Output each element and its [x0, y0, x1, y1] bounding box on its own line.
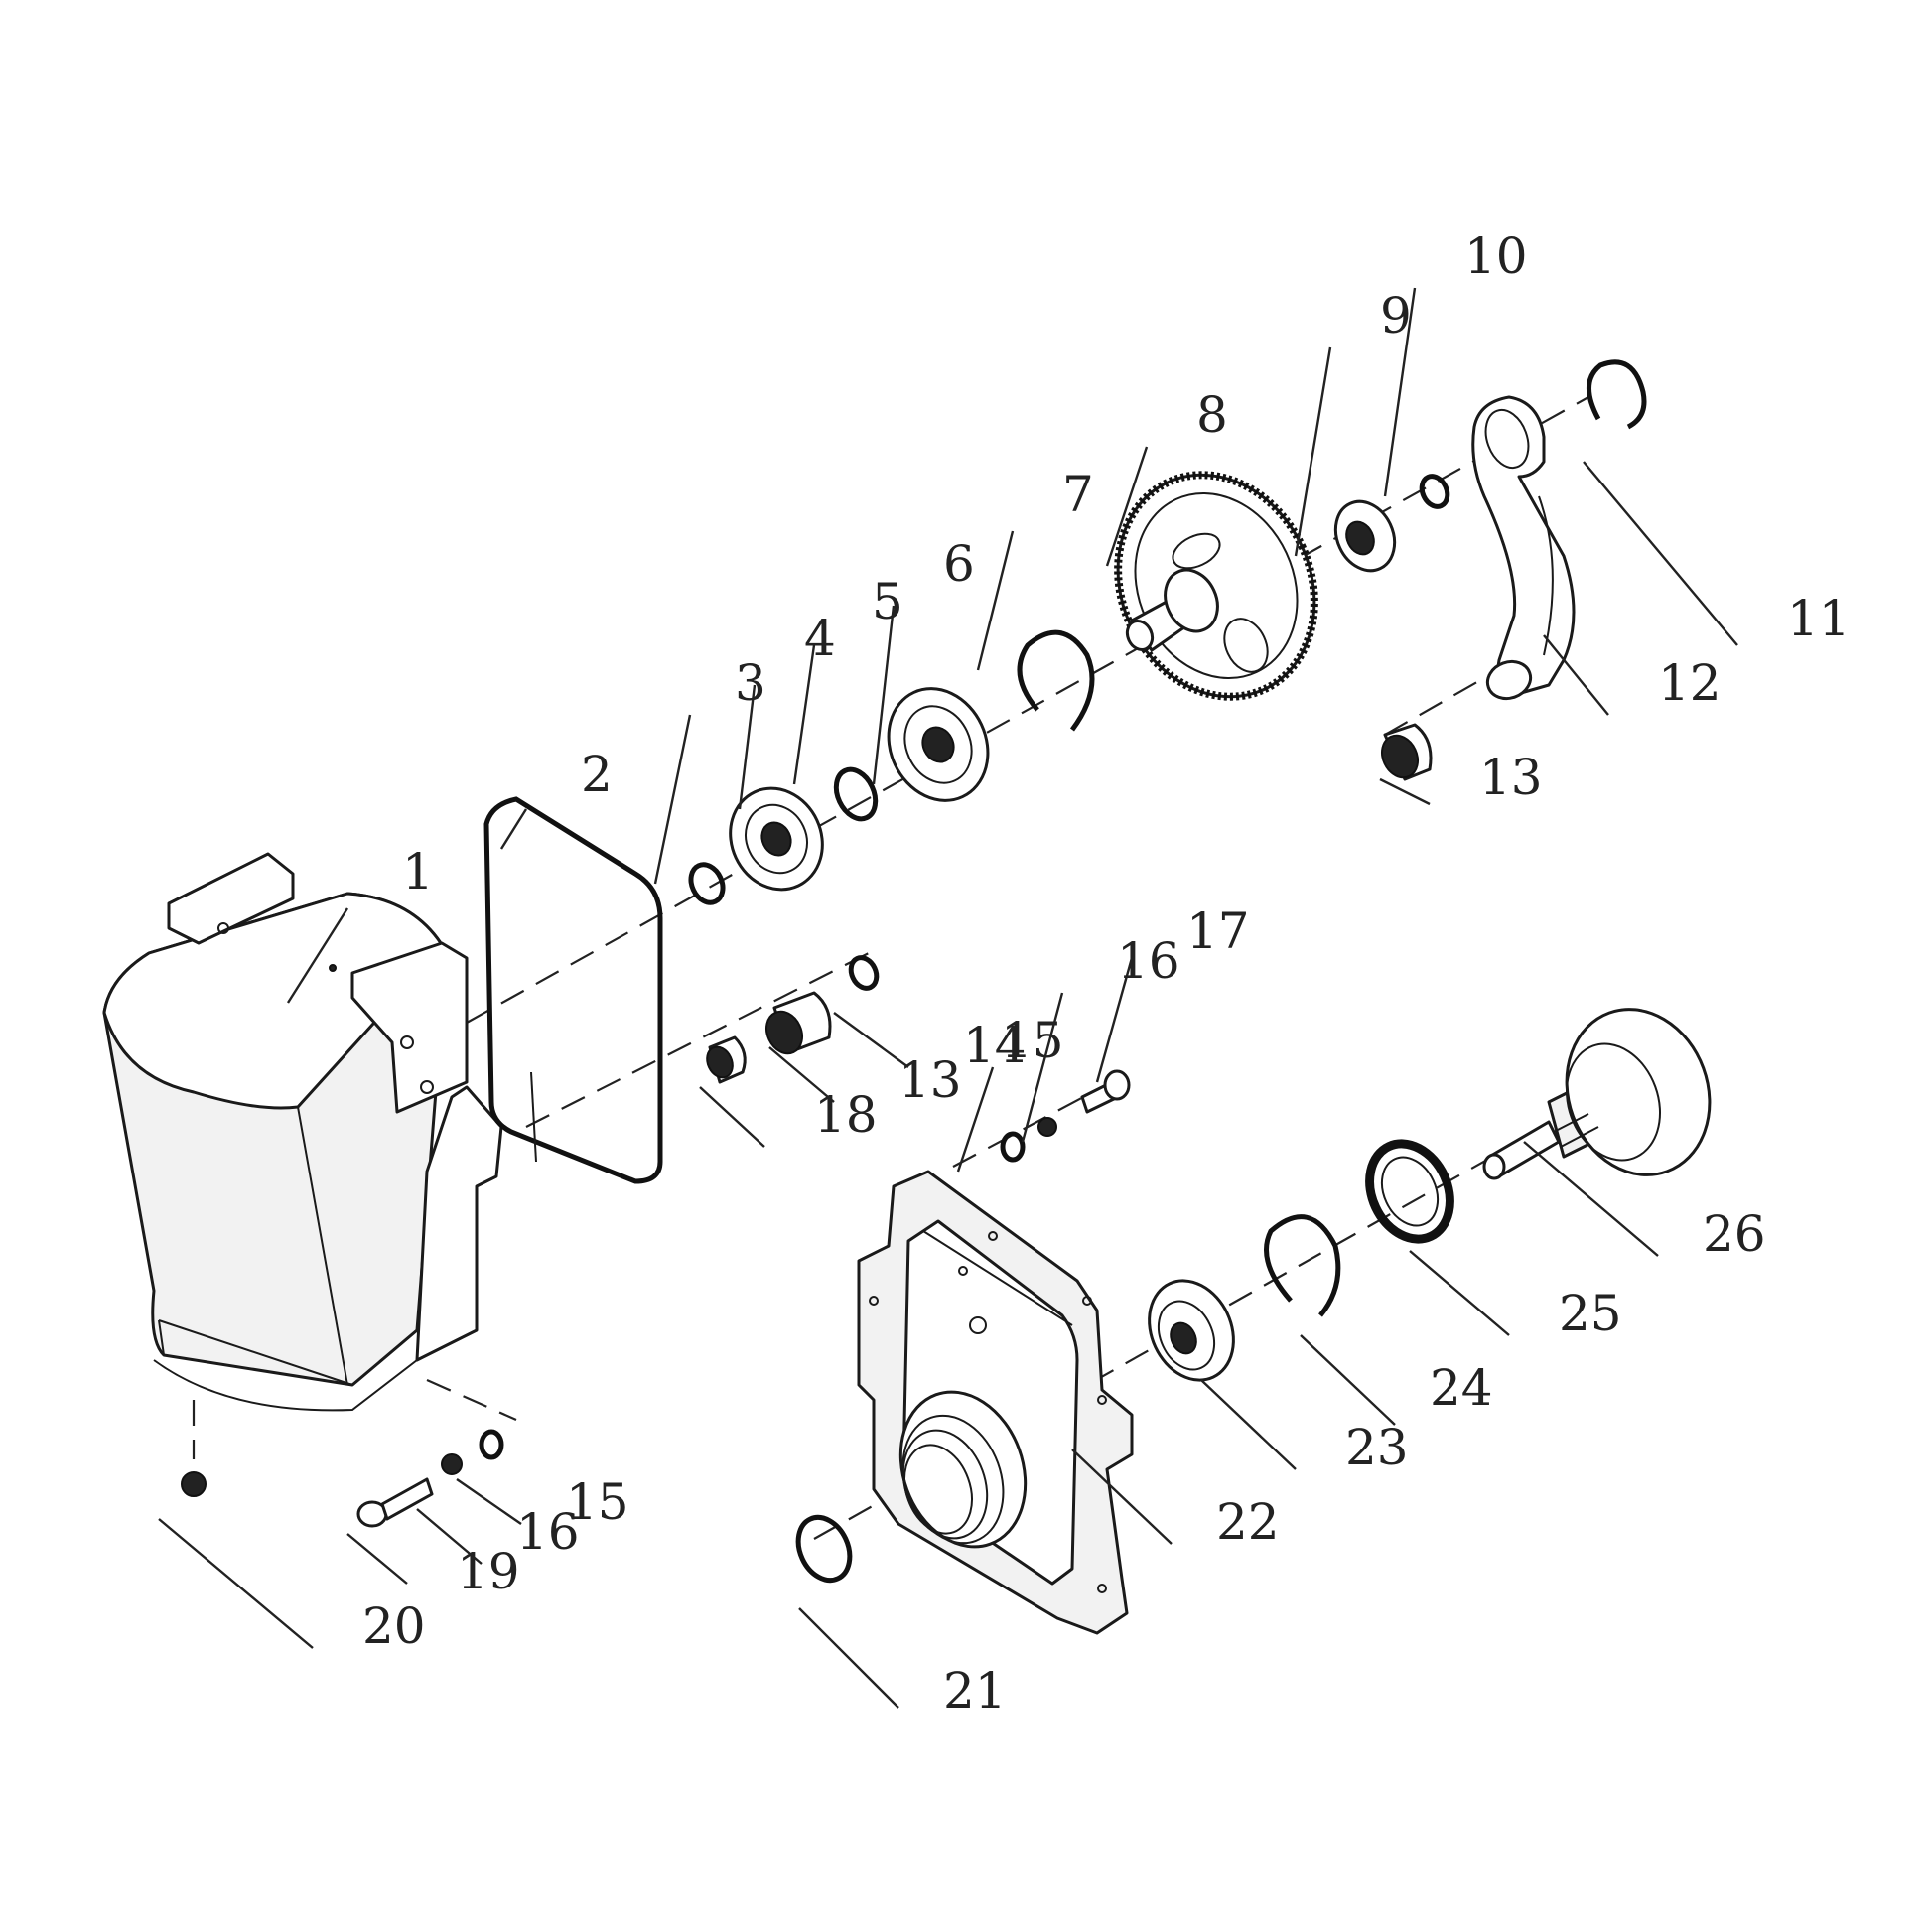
callout-labels: 1 2 3 4 5 6 7 8 9 10 11 12 13 13 14 15 1… [362, 227, 1851, 1720]
housing-part-1 [102, 852, 503, 1412]
washer-part-16-lower [441, 1453, 463, 1475]
callout-10: 10 [1464, 227, 1528, 285]
retaining-ring-part-10 [1419, 474, 1450, 509]
callout-4: 4 [804, 610, 836, 667]
crank-arm-part-12 [1471, 395, 1576, 701]
callout-14: 14 [963, 1017, 1027, 1074]
callout-24: 24 [1430, 1359, 1493, 1417]
callout-22: 22 [1216, 1493, 1280, 1551]
bearing-part-6 [887, 687, 990, 802]
retaining-ring-part-3 [688, 862, 726, 905]
callout-15-upper: 15 [1001, 1012, 1064, 1069]
callout-8: 8 [1196, 386, 1228, 444]
washer-part-14 [1000, 1131, 1026, 1163]
bushing-part-13-upper [1381, 723, 1433, 781]
callout-2: 2 [581, 746, 613, 803]
washer-part-15-lower [479, 1429, 504, 1460]
washer-part-15-upper [1037, 1117, 1057, 1137]
callout-3: 3 [735, 654, 766, 712]
callout-16-lower: 16 [516, 1503, 580, 1561]
callout-26: 26 [1703, 1205, 1766, 1263]
callout-23: 23 [1345, 1419, 1409, 1476]
callout-25: 25 [1559, 1285, 1622, 1342]
seal-housing [898, 1390, 1028, 1549]
middle-small-parts [706, 955, 880, 1084]
callout-7: 7 [1062, 466, 1094, 523]
callout-18: 18 [814, 1086, 878, 1144]
oil-seal-part-25 [1365, 1139, 1454, 1244]
upper-right-parts [1333, 359, 1647, 781]
bearing-part-23 [1148, 1279, 1235, 1382]
upper-fasteners [1000, 1069, 1131, 1163]
drive-shaft-part-26 [1482, 1008, 1712, 1180]
callout-16-upper: 16 [1117, 932, 1180, 990]
lower-right-parts [1148, 1008, 1712, 1382]
callout-21: 21 [943, 1662, 1007, 1720]
callout-15-lower: 15 [566, 1473, 629, 1531]
callout-13-upper: 13 [1479, 749, 1543, 806]
callout-13-lower: 13 [898, 1051, 962, 1109]
gear-part-8 [1114, 471, 1318, 701]
retaining-ring-part-13-lower [848, 955, 880, 991]
bolt-part-19 [356, 1477, 434, 1528]
gasket-part-2 [483, 796, 663, 1184]
circlip-part-24 [1264, 1214, 1341, 1317]
leader-lines [158, 287, 1738, 1709]
circlip-part-7 [1017, 629, 1095, 732]
front-cover-part-22 [857, 1170, 1134, 1635]
circlip-part-21 [795, 1514, 853, 1584]
callout-5: 5 [872, 573, 903, 630]
callout-19: 19 [457, 1543, 520, 1600]
circlip-part-11 [1587, 359, 1647, 430]
nut-part-18b [706, 1035, 747, 1084]
callout-20: 20 [362, 1597, 426, 1655]
bolt-part-16-upper [1080, 1069, 1131, 1114]
callout-17: 17 [1186, 902, 1250, 960]
callout-12: 12 [1658, 654, 1722, 712]
o-ring-part-5 [833, 766, 879, 822]
callout-9: 9 [1380, 287, 1412, 345]
upper-shaft-parts [688, 629, 1095, 905]
bearing-part-9 [1333, 499, 1397, 573]
bushing-part-18 [765, 991, 832, 1055]
callout-1: 1 [402, 843, 434, 900]
nut-part-20 [181, 1471, 207, 1497]
callout-6: 6 [943, 535, 975, 593]
bearing-part-4 [729, 786, 824, 892]
lower-left-fasteners [181, 1429, 504, 1528]
callout-11: 11 [1787, 590, 1851, 647]
